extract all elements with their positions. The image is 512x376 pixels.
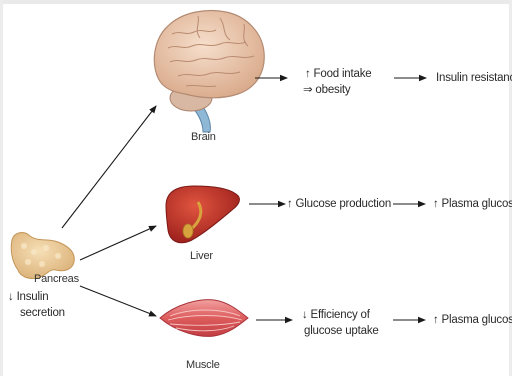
liver-label: Liver (190, 249, 213, 263)
brain-label: Brain (191, 130, 216, 144)
pancreas-label: Pancreas (34, 272, 79, 286)
pancreas-effect-line1: ↓ Insulin (8, 290, 48, 304)
down-arrow-icon: ↓ (8, 291, 14, 303)
gallbladder-shape (183, 224, 193, 238)
brain-effect-line2: ⇒ obesity (303, 83, 350, 97)
muscle-label: Muscle (186, 358, 220, 372)
cerebrum-shape (154, 11, 264, 98)
brain-illustration (154, 11, 264, 132)
muscle-effect-line1: ↓ Efficiency of (302, 308, 370, 322)
arrow-pancreas-to-liver (80, 226, 156, 260)
arrow-pancreas-to-brain (62, 106, 156, 228)
pancreas-effect-line2: secretion (20, 306, 65, 320)
brain-effect-line1: ↑ Food intake (305, 67, 371, 81)
pancreas-effect-insulin: Insulin (17, 291, 49, 303)
muscle-effect-line2: glucose uptake (304, 324, 379, 338)
arrow-pancreas-to-muscle (80, 286, 156, 316)
brain-outcome: Insulin resistance (436, 71, 512, 85)
muscle-outcome: ↑ Plasma glucose (433, 313, 512, 327)
muscle-illustration (160, 300, 248, 337)
liver-shape (166, 186, 239, 243)
liver-illustration (166, 186, 239, 243)
liver-outcome: ↑ Plasma glucose (433, 197, 512, 211)
liver-effect: ↑ Glucose production (287, 197, 391, 211)
